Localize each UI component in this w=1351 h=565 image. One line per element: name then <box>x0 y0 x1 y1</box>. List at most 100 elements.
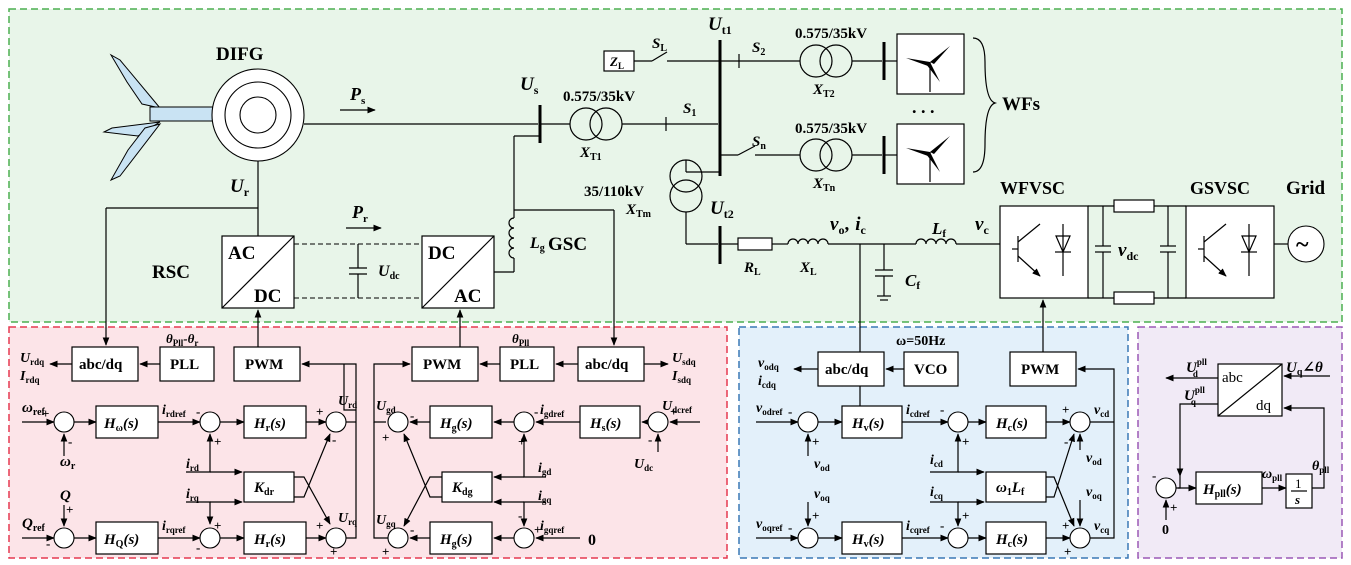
sign-mark: + <box>670 404 677 419</box>
gsc-abcdq-label: abc/dq <box>585 357 629 373</box>
sum-junction <box>947 411 969 433</box>
omega-r-label: ωr <box>60 454 76 472</box>
urdq-label: Urdq <box>20 351 44 367</box>
h-v-q-block <box>841 521 903 555</box>
pll-dq-label: dq <box>1256 398 1272 414</box>
vcd-label: vcd <box>1094 403 1109 419</box>
sum-junction <box>325 411 347 433</box>
vodref-label: vodref <box>756 401 784 417</box>
ird-label: ird <box>186 457 199 473</box>
igdref-label: igdref <box>540 403 565 419</box>
igq-label: igq <box>538 489 551 505</box>
sign-mark: + <box>962 434 969 449</box>
sign-mark: + <box>1062 402 1069 417</box>
vsc-pwm-block <box>1009 351 1077 387</box>
theta-pll-label: θpll <box>1312 459 1330 475</box>
xl-inductor <box>787 238 829 245</box>
rl-resistor <box>737 237 773 251</box>
sign-mark: + <box>382 544 389 559</box>
wfvsc-converter <box>999 205 1089 299</box>
udc-link-label: Udc <box>378 263 400 282</box>
gsc-dc-label: DC <box>428 243 455 264</box>
xt2-label: XT2 <box>812 82 835 100</box>
zl-label: ZL <box>609 54 624 71</box>
igbt-icon <box>1012 223 1071 277</box>
h-g-q-block <box>429 521 493 555</box>
urd-label: Urd <box>338 394 357 410</box>
sign-mark: + <box>214 518 221 533</box>
omega-50hz-label: ω=50Hz <box>896 334 945 349</box>
s2-label: S2 <box>752 40 765 58</box>
sign-mark: - <box>410 408 414 423</box>
lg-label: Lg <box>529 235 545 254</box>
sign-mark: - <box>196 404 200 419</box>
integrator-num: 1 <box>1295 476 1302 491</box>
gsc-pwm-label: PWM <box>423 357 461 373</box>
sign-mark: + <box>1064 544 1071 559</box>
h-s-label: Hs(s) <box>589 416 621 434</box>
transformer-tn-rating: 0.575/35kV <box>795 121 867 137</box>
igd-label: igd <box>538 461 551 477</box>
sign-mark: + <box>42 406 49 421</box>
rsc-pwm-label: PWM <box>245 357 283 373</box>
sign-mark: + <box>812 508 819 523</box>
gsc-pll-label: PLL <box>510 357 539 373</box>
h-g-q-label: Hg(s) <box>439 532 473 550</box>
k-dg-block <box>441 471 493 503</box>
sign-mark: + <box>66 502 73 517</box>
irdref-label: irdref <box>162 403 187 419</box>
h-s-block <box>579 405 641 439</box>
pll-abc-label: abc <box>1222 370 1243 386</box>
sum-junction <box>1069 411 1091 433</box>
h-c-q-label: Hc(s) <box>995 532 1028 550</box>
sum-junction <box>387 527 409 549</box>
sn-label: Sn <box>752 134 766 152</box>
h-r-d-label: Hr(s) <box>253 416 286 434</box>
sign-mark: + <box>962 508 969 523</box>
vod-in-label: vod <box>814 457 830 473</box>
h-r-q-label: Hr(s) <box>253 532 286 550</box>
igqref-label: igqref <box>540 519 565 535</box>
gsc-label: GSC <box>548 234 587 255</box>
sign-mark: - <box>534 404 538 419</box>
h-pll-block <box>1195 471 1263 505</box>
sum-junction <box>1155 477 1177 499</box>
s1-label: S1 <box>683 101 696 119</box>
rl-label: RL <box>743 260 761 278</box>
ut1-label: Ut1 <box>708 14 732 37</box>
xl-label: XL <box>799 260 817 278</box>
w1-lf-label: ω1Lf <box>996 480 1025 498</box>
sign-mark: + <box>316 404 323 419</box>
gsvsc-label: GSVSC <box>1190 178 1250 198</box>
sign-mark: - <box>332 432 336 447</box>
sl-label: SL <box>652 36 667 54</box>
sum-junction <box>647 411 669 433</box>
k-dg-label: Kdg <box>451 480 473 498</box>
sum-junction <box>53 411 75 433</box>
h-c-q-block <box>985 521 1047 555</box>
udcref-label: Udcref <box>662 399 693 415</box>
q-ref-label: Qref <box>22 516 46 534</box>
sign-mark: - <box>518 508 522 523</box>
vsc-abcdq-block <box>817 351 885 387</box>
h-g-d-label: Hg(s) <box>439 416 473 434</box>
difg-label: DIFG <box>216 44 264 65</box>
ugq-label: Ugq <box>376 513 396 529</box>
wfvsc-label: WFVSC <box>1000 178 1065 198</box>
sign-mark: - <box>1064 434 1068 449</box>
sign-mark: + <box>534 522 541 537</box>
rsc-theta-label: θPll-θr <box>166 331 198 348</box>
rsc-dc-label: DC <box>254 286 281 307</box>
icq-label: icq <box>930 485 943 501</box>
sum-junction <box>199 411 221 433</box>
h-r-q-block <box>243 521 307 555</box>
h-pll-label: Hpll(s) <box>1202 482 1242 500</box>
usdq-label: Usdq <box>672 351 696 367</box>
isdq-label: Isdq <box>671 369 691 385</box>
vodq-label: vodq <box>758 356 779 372</box>
w-pll-label: ωpll <box>1262 467 1283 483</box>
sign-mark: - <box>940 402 944 417</box>
